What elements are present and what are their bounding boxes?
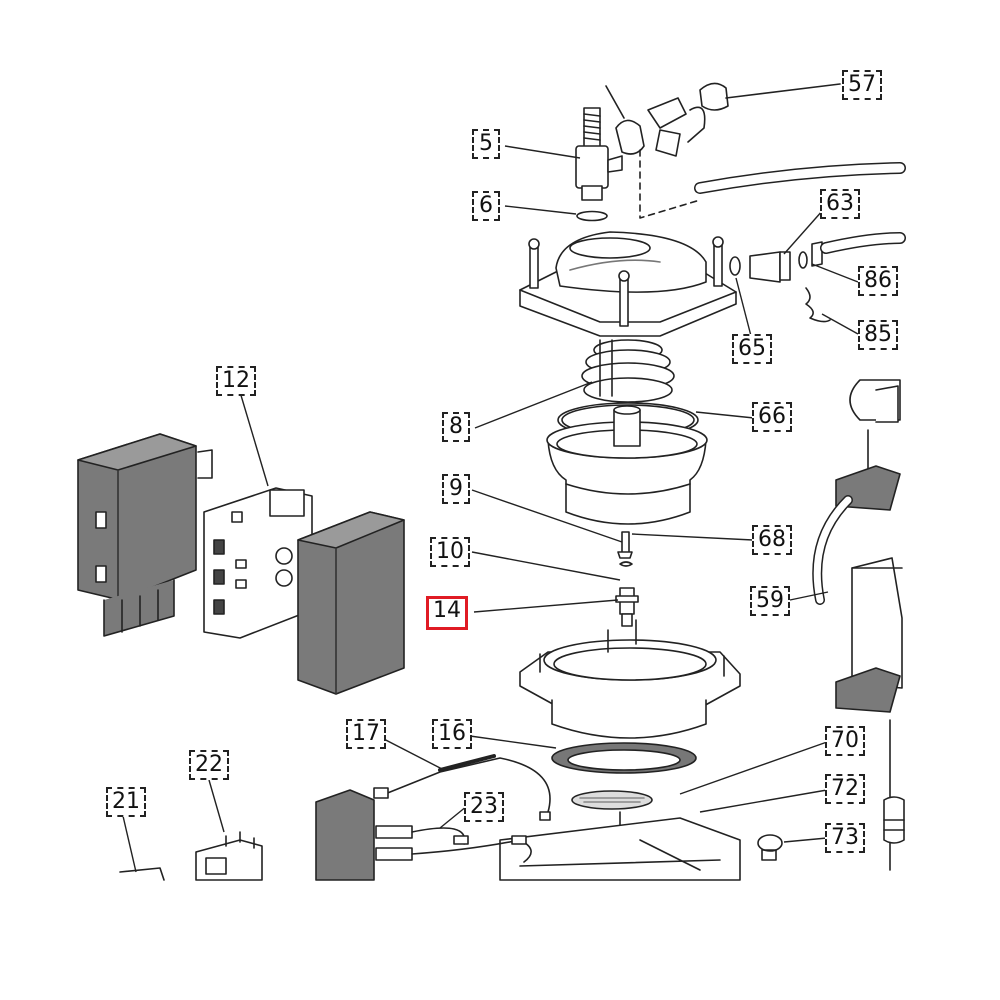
shower-screen [571,790,653,810]
callout-21: 21 [106,787,146,817]
callout-5: 5 [472,129,500,159]
pump-assembly [812,379,905,871]
callout-8: 8 [442,412,470,442]
thermal-fuse-wire [373,754,551,821]
callout-57: 57 [842,70,882,100]
callout-22: 22 [189,750,229,780]
boiler-top-cover [519,231,737,337]
clamp-clip [757,834,783,852]
board-cover [297,511,405,695]
valve-stem-part [575,107,623,222]
callout-6: 6 [472,191,500,221]
callout-73: 73 [825,823,865,853]
callout-17: 17 [346,719,386,749]
callout-23: 23 [464,792,504,822]
callout-70: 70 [825,726,865,756]
boiler-chamber [546,405,708,525]
callout-66: 66 [752,402,792,432]
leader-lines [122,145,859,873]
power-switch [195,831,263,881]
valve-pin-assembly [615,531,639,627]
callout-68: 68 [752,525,792,555]
callout-9: 9 [442,474,470,504]
callout-72: 72 [825,774,865,804]
callout-10: 10 [430,537,470,567]
base-plate [499,817,741,881]
callout-59: 59 [750,586,790,616]
connector-fragment [119,867,165,881]
terminal-block [315,789,532,881]
elbow-fitting-part [605,82,841,157]
callout-86: 86 [858,266,898,296]
circuit-board [203,487,313,639]
callout-65: 65 [732,334,772,364]
callout-14-highlighted: 14 [426,596,468,630]
lower-housing [519,619,741,739]
heating-coil [581,339,675,403]
callout-12: 12 [216,366,256,396]
control-box-housing [77,433,213,637]
callout-63: 63 [820,189,860,219]
callout-85: 85 [858,320,898,350]
callout-16: 16 [432,719,472,749]
hose-fitting-part [729,232,906,323]
